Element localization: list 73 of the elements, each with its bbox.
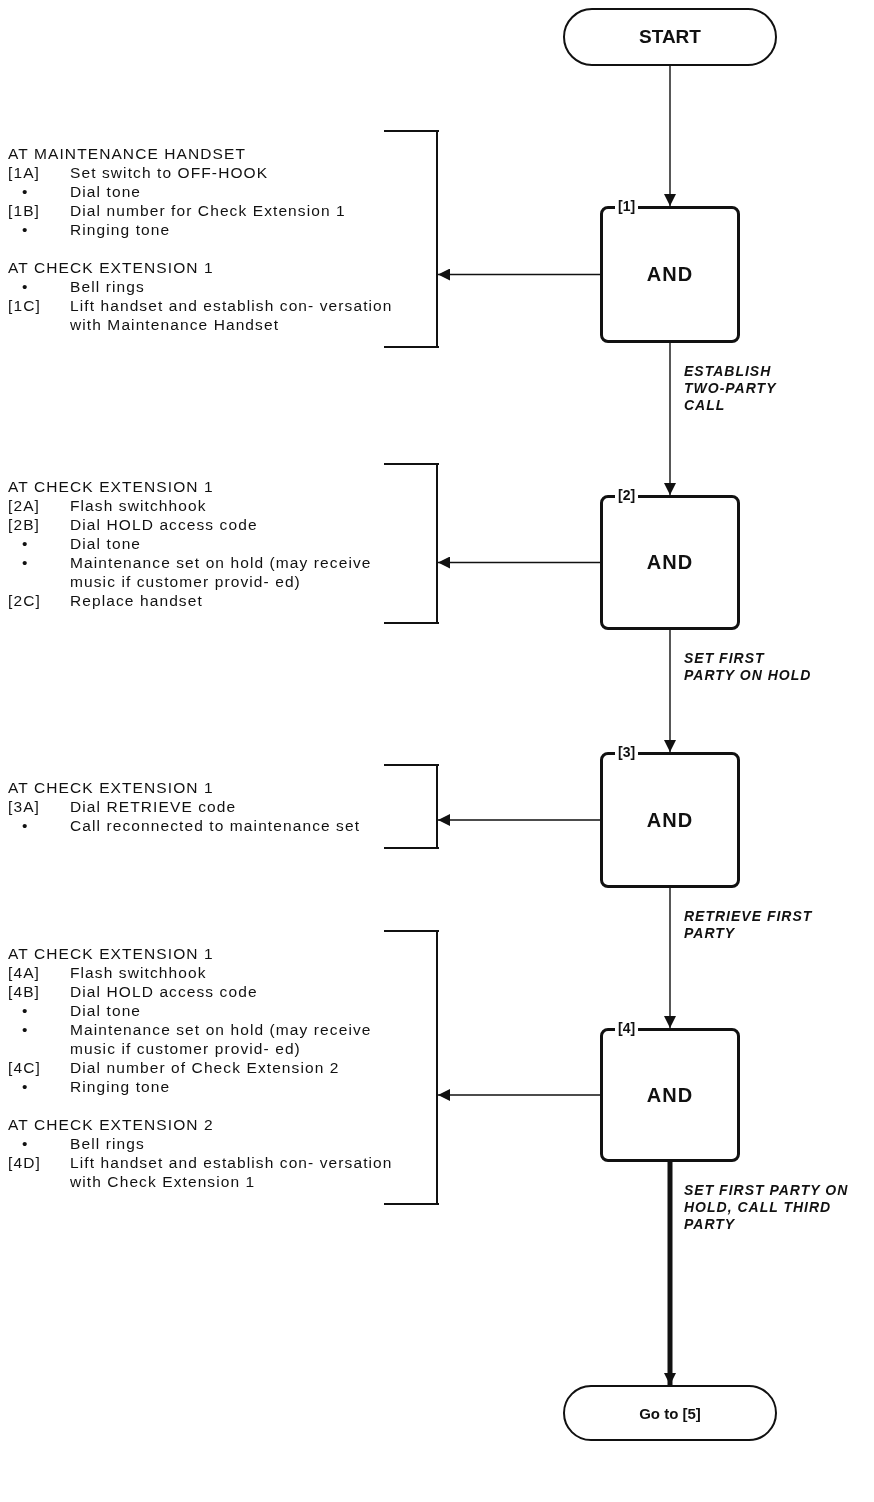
bullet: • bbox=[21, 182, 30, 201]
location-heading: AT CHECK EXTENSION 1 bbox=[8, 944, 215, 963]
step-text: Flash switchhook bbox=[70, 496, 208, 515]
step-code: [4D] bbox=[8, 1153, 42, 1173]
gate-label: AND bbox=[646, 263, 694, 286]
step-text: Maintenance set on hold (may receive music if customer provid- ed) bbox=[70, 1020, 373, 1058]
step-code: [2A] bbox=[8, 496, 41, 515]
step-text: Call reconnected to maintenance set bbox=[70, 816, 362, 835]
step-code: [4C] bbox=[8, 1058, 42, 1077]
gate-label: AND bbox=[646, 1083, 694, 1107]
bullet: • bbox=[21, 277, 30, 296]
bullet: • bbox=[21, 1134, 30, 1153]
step-text: Replace handset bbox=[70, 591, 204, 610]
arrow bbox=[437, 1089, 601, 1101]
bullet: • bbox=[21, 553, 30, 573]
gate-label: AND bbox=[646, 808, 694, 832]
step-text: Bell rings bbox=[70, 277, 146, 296]
step-text: Lift handset and establish con- versation with Check Extension 1 bbox=[70, 1153, 394, 1191]
terminal-label: Go to [5] bbox=[639, 1404, 701, 1422]
location-heading: AT CHECK EXTENSION 1 bbox=[8, 778, 215, 797]
step-text: Ringing tone bbox=[70, 220, 172, 239]
step-text: Lift handset and establish con- versation with Maintenance Handset bbox=[70, 296, 394, 334]
bracket bbox=[8, 130, 438, 348]
gate-label: AND bbox=[646, 551, 694, 574]
step-code: [4B] bbox=[8, 982, 41, 1001]
terminal-pill bbox=[563, 8, 777, 66]
location-heading: AT CHECK EXTENSION 2 bbox=[8, 1115, 215, 1134]
arrow bbox=[664, 887, 676, 1029]
bullet: • bbox=[21, 816, 30, 835]
step-text: Dial number of Check Extension 2 bbox=[70, 1058, 341, 1077]
step-number: [2] bbox=[615, 487, 639, 503]
step-code: [2C] bbox=[8, 591, 42, 610]
step-text: Flash switchhook bbox=[70, 963, 208, 982]
bullet: • bbox=[21, 220, 30, 239]
arrow bbox=[664, 65, 676, 207]
bullet: • bbox=[21, 1001, 30, 1020]
bracket bbox=[8, 764, 438, 849]
step-code: [2B] bbox=[8, 515, 41, 534]
step-code: [3A] bbox=[8, 797, 41, 816]
step-code: [1A] bbox=[8, 163, 41, 182]
step-text: Dial tone bbox=[70, 534, 143, 553]
bracket bbox=[8, 463, 438, 624]
arrow bbox=[437, 556, 601, 569]
step-text: Dial HOLD access code bbox=[70, 982, 259, 1001]
arrow bbox=[437, 814, 601, 826]
step-text: Dial RETRIEVE code bbox=[70, 797, 238, 816]
step-text: Set switch to OFF-HOOK bbox=[70, 163, 270, 182]
step-text: Dial tone bbox=[70, 1001, 143, 1020]
bullet: • bbox=[21, 1077, 30, 1096]
bullet: • bbox=[21, 534, 30, 553]
arrow bbox=[664, 342, 676, 496]
step-code: [1C] bbox=[8, 296, 42, 316]
step-code: [4A] bbox=[8, 963, 41, 982]
terminal-label: START bbox=[639, 26, 701, 48]
step-code: [1B] bbox=[8, 201, 41, 220]
step-text: Bell rings bbox=[70, 1134, 146, 1153]
step-text: Dial number for Check Extension 1 bbox=[70, 201, 347, 220]
step-text: Dial tone bbox=[70, 182, 143, 201]
arrow bbox=[437, 268, 601, 281]
terminal-pill bbox=[563, 1385, 777, 1441]
bullet: • bbox=[21, 1020, 30, 1040]
step-number: [4] bbox=[615, 1020, 639, 1036]
step-number: [1] bbox=[615, 198, 639, 214]
location-heading: AT MAINTENANCE HANDSET bbox=[8, 144, 248, 163]
step-text: Ringing tone bbox=[70, 1077, 172, 1096]
arrow bbox=[664, 1162, 676, 1385]
step-number: [3] bbox=[615, 744, 639, 760]
bracket bbox=[8, 930, 438, 1205]
step-text: Maintenance set on hold (may receive music if customer provid- ed) bbox=[70, 553, 373, 591]
location-heading: AT CHECK EXTENSION 1 bbox=[8, 258, 215, 277]
arrow bbox=[664, 629, 676, 753]
location-heading: AT CHECK EXTENSION 1 bbox=[8, 477, 215, 496]
step-text: Dial HOLD access code bbox=[70, 515, 259, 534]
